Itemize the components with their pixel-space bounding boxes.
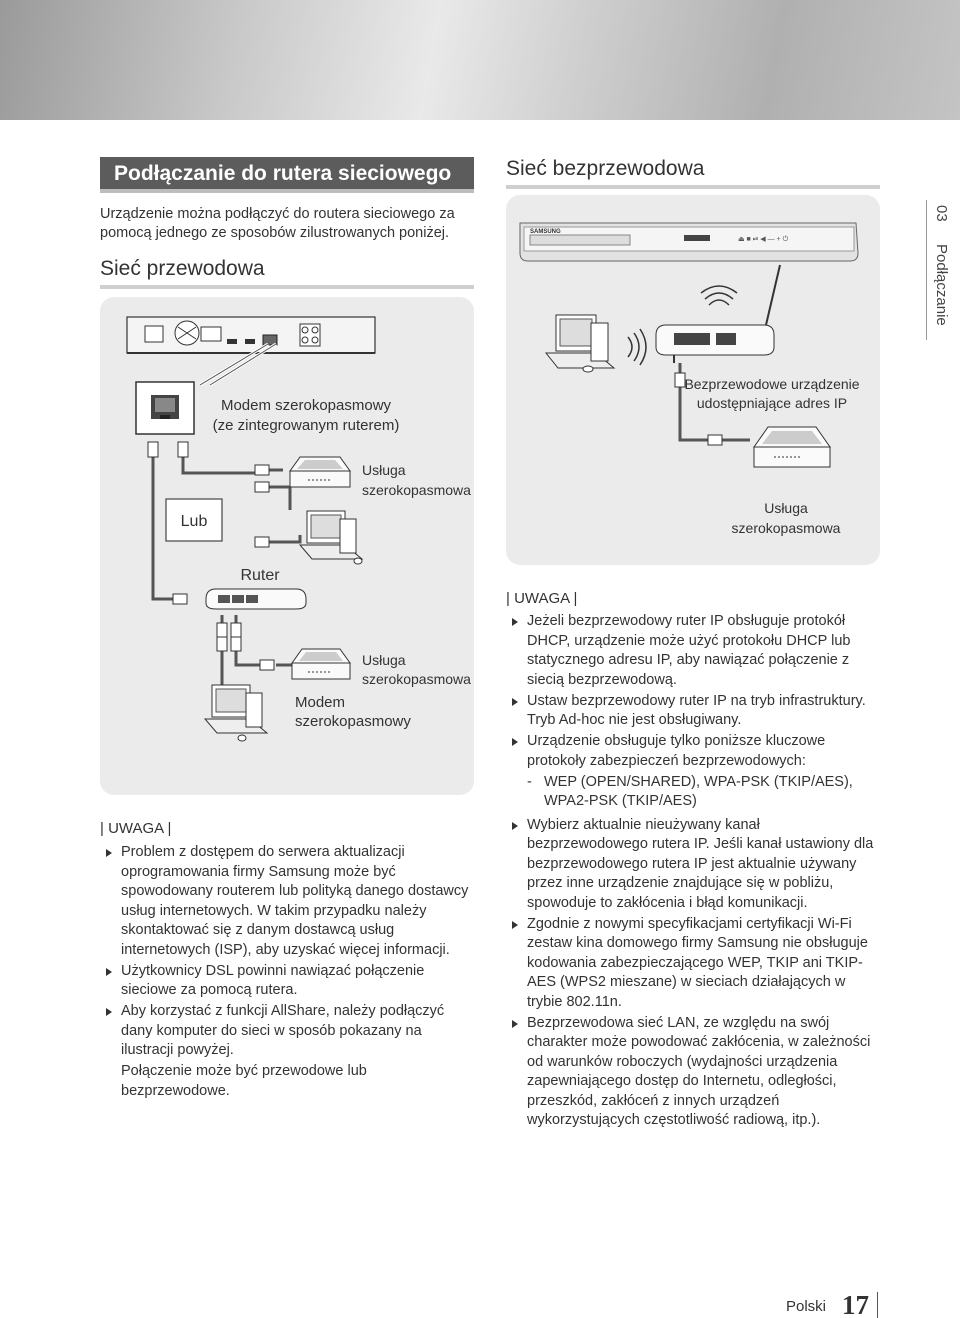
router-label: Ruter [240, 567, 280, 584]
broadband-modem-bottom [291, 648, 351, 680]
wifi-signal-pc-icon [627, 328, 647, 366]
computer-icon-wireless [544, 314, 616, 373]
wireless-cable-plugs [674, 372, 723, 446]
broadband-modem-top [289, 456, 351, 488]
wireless-router-icon [655, 264, 781, 363]
bullet-icon [512, 1019, 518, 1028]
wireless-diagram: SAMSUNG ⏏ ■ ⏯ ◀ — + ⏻ Bezprzewodowe urzą… [519, 222, 860, 536]
section-title: Podłączanie do rutera sieciowego [100, 157, 474, 193]
bullet-icon [512, 697, 518, 706]
wireless-title: Sieć bezprzewodowa [506, 157, 880, 189]
ap-label-sub: udostępniające adres IP [697, 395, 847, 411]
wired-diagram-panel [100, 297, 474, 795]
note-item: Użytkownicy DSL powinni nawiązać połącze… [100, 962, 474, 1001]
service-top-label: Usługa [362, 462, 406, 478]
note-text: WEP (OPEN/SHARED), WPA-PSK (TKIP/AES), W… [544, 773, 853, 810]
bullet-icon [512, 920, 518, 929]
page-number: 17 [842, 1290, 869, 1318]
bullet-icon [106, 1008, 112, 1016]
header-band [0, 0, 960, 120]
modem-label-sub: (ze zintegrowanym ruterem) [213, 417, 400, 434]
note-text: Użytkownicy DSL powinni nawiązać połącze… [121, 962, 425, 999]
wireless-service-label-sub: szerokopasmowa [732, 520, 841, 536]
note-text: Aby korzystać z funkcji AllShare, należy… [121, 1003, 445, 1058]
service-bottom-label: Usługa [362, 652, 406, 668]
dash-mark: - [527, 773, 532, 790]
modem-bottom-label-sub: szerokopasmowy [295, 713, 411, 730]
notes-list-left: Problem z dostępem do serwera aktualizac… [100, 843, 474, 1103]
home-theater-front: SAMSUNG ⏏ ■ ⏯ ◀ — + ⏻ [519, 222, 859, 262]
notes-list-right: Jeżeli bezprzewodowy ruter IP obsługuje … [506, 612, 880, 1132]
brand-logo: SAMSUNG [530, 229, 561, 235]
service-top-label-sub: szerokopasmowa [362, 482, 471, 498]
note-item: Urządzenie obsługuje tylko poniższe kluc… [506, 732, 880, 771]
wireless-cable [678, 363, 750, 442]
note-item: Wybierz aktualnie nieużywany kanał bezpr… [506, 816, 880, 914]
bullet-icon [106, 967, 112, 976]
bullet-icon [512, 821, 518, 830]
note-item: Problem z dostępem do serwera aktualizac… [100, 843, 474, 960]
note-text: Ustaw bezprzewodowy ruter IP na tryb inf… [527, 692, 866, 729]
note-text: Problem z dostępem do serwera aktualizac… [121, 844, 469, 958]
note-text: Wybierz aktualnie nieużywany kanał bezpr… [527, 816, 874, 911]
computer-icon-bottom [203, 684, 269, 742]
note-item: Ustaw bezprzewodowy ruter IP na tryb inf… [506, 692, 880, 731]
chapter-number: 03 [933, 205, 950, 222]
modem-label: Modem szerokopasmowy [221, 397, 392, 414]
chapter-tab [926, 200, 960, 340]
wifi-signal-icon [700, 285, 738, 306]
note-subitem: -WEP (OPEN/SHARED), WPA-PSK (TKIP/AES), … [506, 773, 880, 812]
footer-divider [877, 1292, 878, 1318]
chapter-label: Podłączanie [933, 244, 950, 326]
ap-label: Bezprzewodowe urządzenie [684, 376, 859, 392]
note-heading-right: | UWAGA | [506, 590, 578, 607]
bullet-icon [106, 849, 112, 857]
wired-title: Sieć przewodowa [100, 257, 474, 289]
note-item: Bezprzewodowa sieć LAN, ze względu na sw… [506, 1014, 880, 1131]
or-label: Lub [181, 513, 208, 530]
cable-plugs [147, 441, 275, 671]
footer-language: Polski [786, 1298, 827, 1315]
note-text: Połączenie może być przewodowe lub bezpr… [121, 1063, 367, 1099]
note-text: Zgodnie z nowymi specyfikacjami certyfik… [527, 915, 868, 1010]
bullet-icon [512, 738, 518, 746]
chapter-tab-label: 03 Podłączanie [933, 205, 950, 326]
intro-text: Urządzenie można podłączyć do routera si… [100, 206, 455, 241]
note-trailing: Połączenie może być przewodowe lub bezpr… [100, 1062, 474, 1101]
wired-diagram: Modem szerokopasmowy (ze zintegrowanym r… [126, 316, 471, 742]
computer-icon-top [298, 510, 364, 565]
modem-bottom-label: Modem [295, 694, 345, 711]
note-heading-left: | UWAGA | [100, 820, 172, 837]
wireless-service-label: Usługa [764, 500, 808, 516]
bullet-icon [512, 618, 518, 626]
note-text: Urządzenie obsługuje tylko poniższe kluc… [527, 733, 826, 769]
broadband-modem-wireless [753, 426, 831, 468]
svg-text:⏏ ■ ⏯ ◀ — + ⏻: ⏏ ■ ⏯ ◀ — + ⏻ [738, 235, 789, 243]
note-text: Bezprzewodowa sieć LAN, ze względu na sw… [527, 1014, 871, 1129]
note-item: Zgodnie z nowymi specyfikacjami certyfik… [506, 915, 880, 1013]
service-bottom-label-sub: szerokopasmowa [362, 671, 471, 687]
note-item: Jeżeli bezprzewodowy ruter IP obsługuje … [506, 612, 880, 690]
lan-port-icon [135, 381, 195, 435]
router-icon [205, 588, 307, 610]
note-text: Jeżeli bezprzewodowy ruter IP obsługuje … [527, 613, 851, 688]
note-item: Aby korzystać z funkcji AllShare, należy… [100, 1002, 474, 1061]
home-theater-back-panel [126, 316, 376, 354]
